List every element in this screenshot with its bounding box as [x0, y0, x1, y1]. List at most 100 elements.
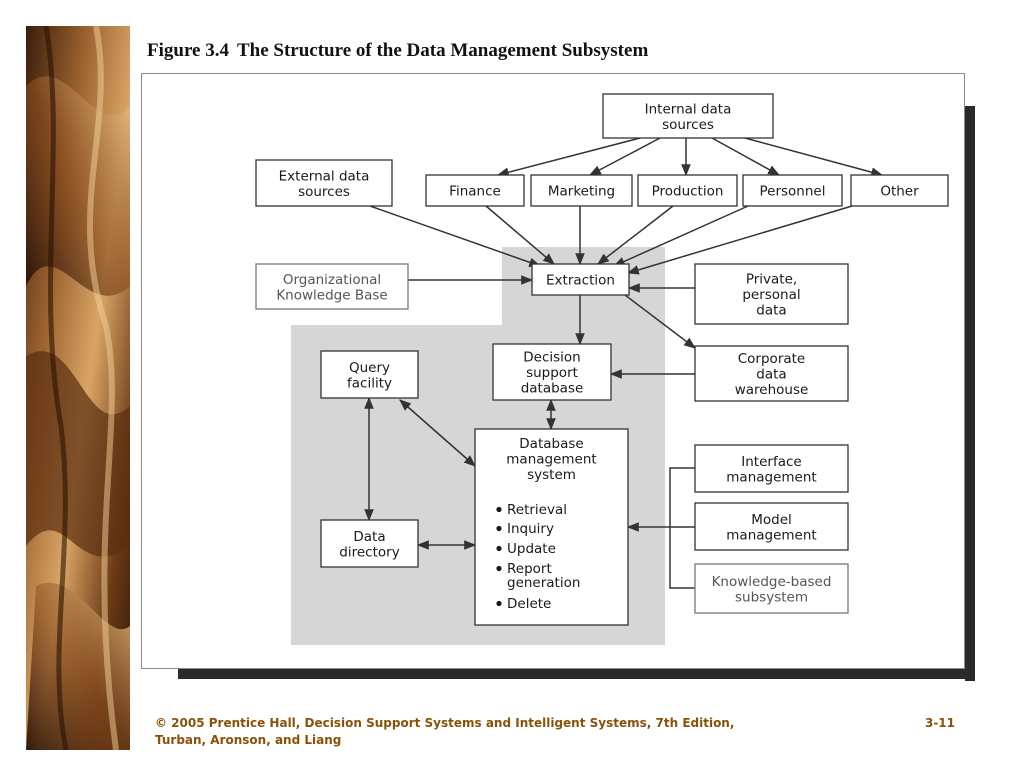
node-finance: Finance — [425, 174, 525, 207]
node-label: management — [726, 469, 816, 485]
node-label: Production — [652, 184, 724, 200]
node-label: Private, — [746, 272, 797, 288]
node-box — [425, 174, 525, 207]
node-label: database — [521, 381, 584, 397]
page-number: 3-11 — [924, 716, 955, 730]
node-label: Corporate — [738, 351, 806, 367]
figure-title: Figure 3.4 The Structure of the Data Mana… — [147, 40, 648, 62]
node-box — [694, 345, 849, 402]
node-label: data — [756, 303, 786, 319]
edge-personnel-to-extraction — [612, 205, 749, 267]
side-wood-image — [26, 26, 130, 750]
bullet-dot — [496, 545, 502, 552]
node-box — [694, 444, 849, 493]
edges-layer — [364, 137, 884, 589]
figure-number: Figure 3.4 — [147, 40, 229, 61]
edge-extraction-to-warehouse — [624, 294, 696, 349]
node-label: Marketing — [548, 184, 615, 200]
edge-external-sources-to-extraction — [369, 205, 542, 267]
node-label: subsystem — [735, 589, 808, 605]
node-box — [742, 174, 843, 207]
node-label: Extraction — [546, 273, 615, 289]
node-extraction: Extraction — [531, 263, 630, 296]
bullet-item: Retrieval — [507, 502, 567, 518]
node-box — [694, 263, 849, 325]
figure-caption: The Structure of the Data Management Sub… — [236, 40, 649, 61]
node-label: Knowledge Base — [276, 287, 387, 303]
node-label: Data — [353, 529, 385, 545]
node-label: Knowledge-based — [712, 574, 832, 590]
edge-finance-to-extraction — [485, 205, 555, 265]
node-label: sources — [298, 184, 350, 200]
node-box — [492, 343, 612, 401]
edge-internal-sources-to-personnel — [711, 137, 781, 176]
node-box — [320, 350, 419, 399]
node-box — [255, 159, 393, 207]
node-label: External data — [279, 168, 370, 184]
edge-internal-sources-to-other — [744, 137, 884, 177]
node-box — [530, 174, 633, 207]
node-label: facility — [347, 375, 392, 391]
edge-query-to-dbms — [399, 399, 476, 467]
footer-copyright: © 2005 Prentice Hall, Decision Support S… — [155, 716, 735, 730]
edge-internal-sources-to-marketing — [588, 137, 661, 176]
edge-production-to-extraction — [597, 205, 674, 265]
node-box — [255, 263, 409, 310]
edge-subsystems-bracket — [669, 467, 695, 589]
node-box — [694, 502, 849, 551]
bullet-item: Report — [507, 561, 552, 577]
node-label: Decision — [523, 350, 580, 366]
node-box — [637, 174, 738, 207]
edge-other-to-extraction — [626, 205, 853, 275]
node-personnel: Personnel — [742, 174, 843, 207]
node-label: Model — [751, 512, 792, 528]
bullet-dot — [496, 600, 502, 607]
node-label: Internal data — [645, 101, 732, 117]
footer-authors: Turban, Aronson, and Liang — [155, 733, 342, 747]
node-box — [850, 174, 949, 207]
footer: © 2005 Prentice Hall, Decision Support S… — [155, 715, 955, 749]
node-production: Production — [637, 174, 738, 207]
node-label: data — [756, 367, 786, 383]
node-label: warehouse — [735, 382, 809, 398]
node-box — [602, 93, 774, 139]
node-box — [531, 263, 630, 296]
bullet-item: Delete — [507, 596, 551, 612]
node-label: Query — [349, 360, 390, 376]
node-label: management — [726, 527, 816, 543]
node-marketing: Marketing — [530, 174, 633, 207]
bullet-dot — [496, 525, 502, 532]
node-label: personal — [742, 287, 800, 303]
edge-internal-sources-to-finance — [496, 137, 641, 177]
node-label: support — [526, 365, 578, 381]
node-label: management — [506, 452, 596, 468]
node-dbms: DatabasemanagementsystemRetrievalInquiry… — [474, 428, 629, 626]
node-label: system — [527, 467, 576, 483]
node-label: Finance — [449, 184, 501, 200]
node-label: Organizational — [283, 272, 381, 288]
node-box — [320, 519, 419, 568]
bullet-item: Inquiry — [507, 521, 554, 537]
node-box — [694, 563, 849, 614]
frame-shadow-right — [965, 106, 975, 681]
node-label: sources — [662, 117, 714, 133]
bullet-dot — [496, 565, 502, 572]
node-label: Other — [880, 184, 919, 200]
frame-shadow-bottom — [178, 669, 975, 679]
node-label: Database — [519, 436, 583, 452]
node-label: Personnel — [760, 184, 826, 200]
bullet-item: Update — [507, 541, 556, 557]
node-other: Other — [850, 174, 949, 207]
